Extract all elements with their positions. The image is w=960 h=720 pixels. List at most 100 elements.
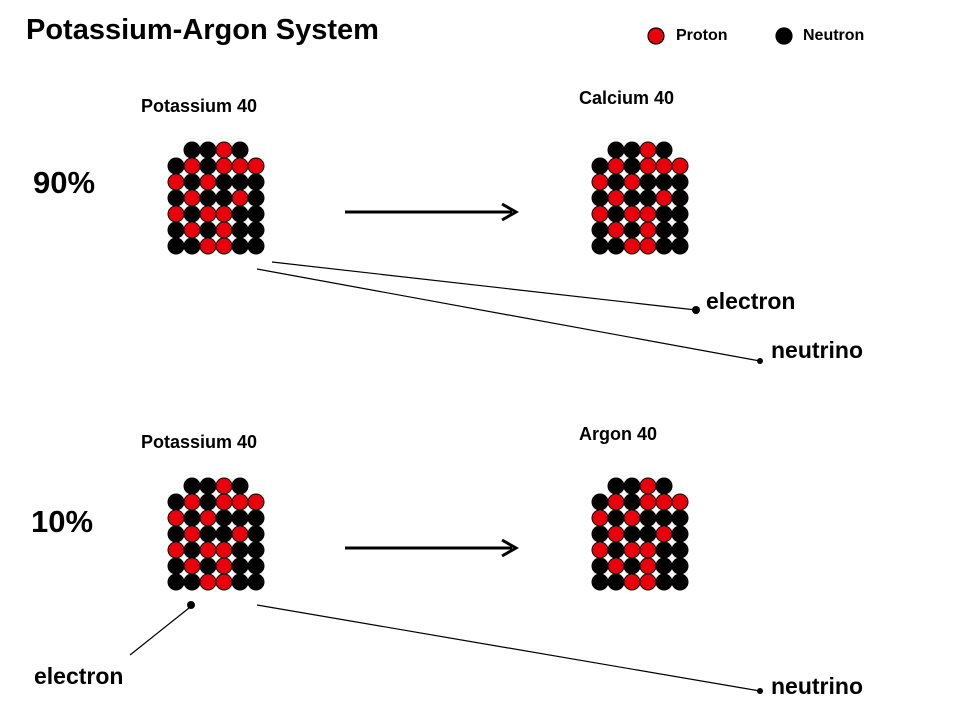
neutron: [231, 173, 249, 191]
proton: [655, 525, 673, 543]
neutron: [671, 509, 689, 527]
proton: [183, 189, 201, 207]
neutron: [655, 221, 673, 239]
upper-decay-arrow: [345, 202, 520, 222]
neutron: [607, 141, 625, 159]
neutron: [591, 557, 609, 575]
lower-electron-label: electron: [34, 663, 124, 689]
neutron: [607, 541, 625, 559]
proton: [215, 573, 233, 591]
neutron: [623, 157, 641, 175]
proton: [199, 205, 217, 223]
neutron: [247, 221, 265, 239]
proton: [231, 157, 249, 175]
neutron: [607, 173, 625, 191]
neutron: [639, 525, 657, 543]
neutron: [215, 525, 233, 543]
proton: [167, 509, 185, 527]
proton: [183, 221, 201, 239]
neutron-legend-swatch: [775, 27, 793, 45]
proton: [167, 541, 185, 559]
neutron: [167, 493, 185, 511]
neutron: [199, 525, 217, 543]
neutron: [199, 493, 217, 511]
proton: [199, 237, 217, 255]
neutron: [231, 557, 249, 575]
neutron: [607, 573, 625, 591]
proton: [215, 477, 233, 495]
upper-parent-nucleus: [167, 141, 265, 255]
neutron: [231, 237, 249, 255]
proton: [183, 525, 201, 543]
neutron: [167, 525, 185, 543]
proton: [623, 509, 641, 527]
neutron: [183, 205, 201, 223]
upper-neutrino-track: [256, 268, 763, 364]
proton: [231, 189, 249, 207]
proton: [199, 173, 217, 191]
proton: [639, 541, 657, 559]
proton: [623, 205, 641, 223]
proton: [167, 205, 185, 223]
neutron: [671, 237, 689, 255]
neutron: [167, 237, 185, 255]
proton: [215, 541, 233, 559]
proton: [215, 557, 233, 575]
proton: [231, 493, 249, 511]
proton: [639, 141, 657, 159]
neutron: [247, 557, 265, 575]
proton: [607, 493, 625, 511]
neutron: [231, 205, 249, 223]
neutron: [591, 573, 609, 591]
proton: [183, 157, 201, 175]
proton: [671, 493, 689, 511]
proton: [607, 189, 625, 207]
neutron: [167, 557, 185, 575]
proton: [183, 557, 201, 575]
neutron: [655, 509, 673, 527]
proton: [591, 541, 609, 559]
neutron: [655, 237, 673, 255]
neutron: [671, 205, 689, 223]
neutron: [231, 221, 249, 239]
neutron: [655, 205, 673, 223]
neutron: [167, 221, 185, 239]
proton: [607, 525, 625, 543]
upper-electron-track: [271, 261, 700, 314]
proton: [199, 573, 217, 591]
neutron: [623, 477, 641, 495]
proton: [199, 509, 217, 527]
proton: [607, 157, 625, 175]
proton: [639, 221, 657, 239]
proton: [215, 141, 233, 159]
neutron: [591, 493, 609, 511]
proton: [623, 173, 641, 191]
neutron: [655, 557, 673, 575]
neutron: [655, 141, 673, 159]
neutron: [671, 525, 689, 543]
neutron: [671, 557, 689, 575]
proton: [215, 237, 233, 255]
lower-electron-track: [129, 601, 195, 656]
neutron: [639, 173, 657, 191]
proton: [623, 237, 641, 255]
neutron: [591, 221, 609, 239]
neutron: [655, 477, 673, 495]
neutron: [199, 157, 217, 175]
lower-percent: 10%: [31, 504, 94, 539]
neutron: [231, 509, 249, 527]
neutron: [671, 173, 689, 191]
neutron: [591, 157, 609, 175]
lower-daughter-nucleus: [591, 477, 689, 591]
proton: [215, 493, 233, 511]
neutron: [247, 509, 265, 527]
neutron-legend-label: Neutron: [803, 27, 865, 44]
proton: [215, 157, 233, 175]
proton: [591, 509, 609, 527]
proton: [639, 205, 657, 223]
neutron: [671, 573, 689, 591]
neutron: [231, 141, 249, 159]
neutron: [639, 189, 657, 207]
neutron: [671, 221, 689, 239]
lower-daughter-label: Argon 40: [579, 424, 658, 444]
